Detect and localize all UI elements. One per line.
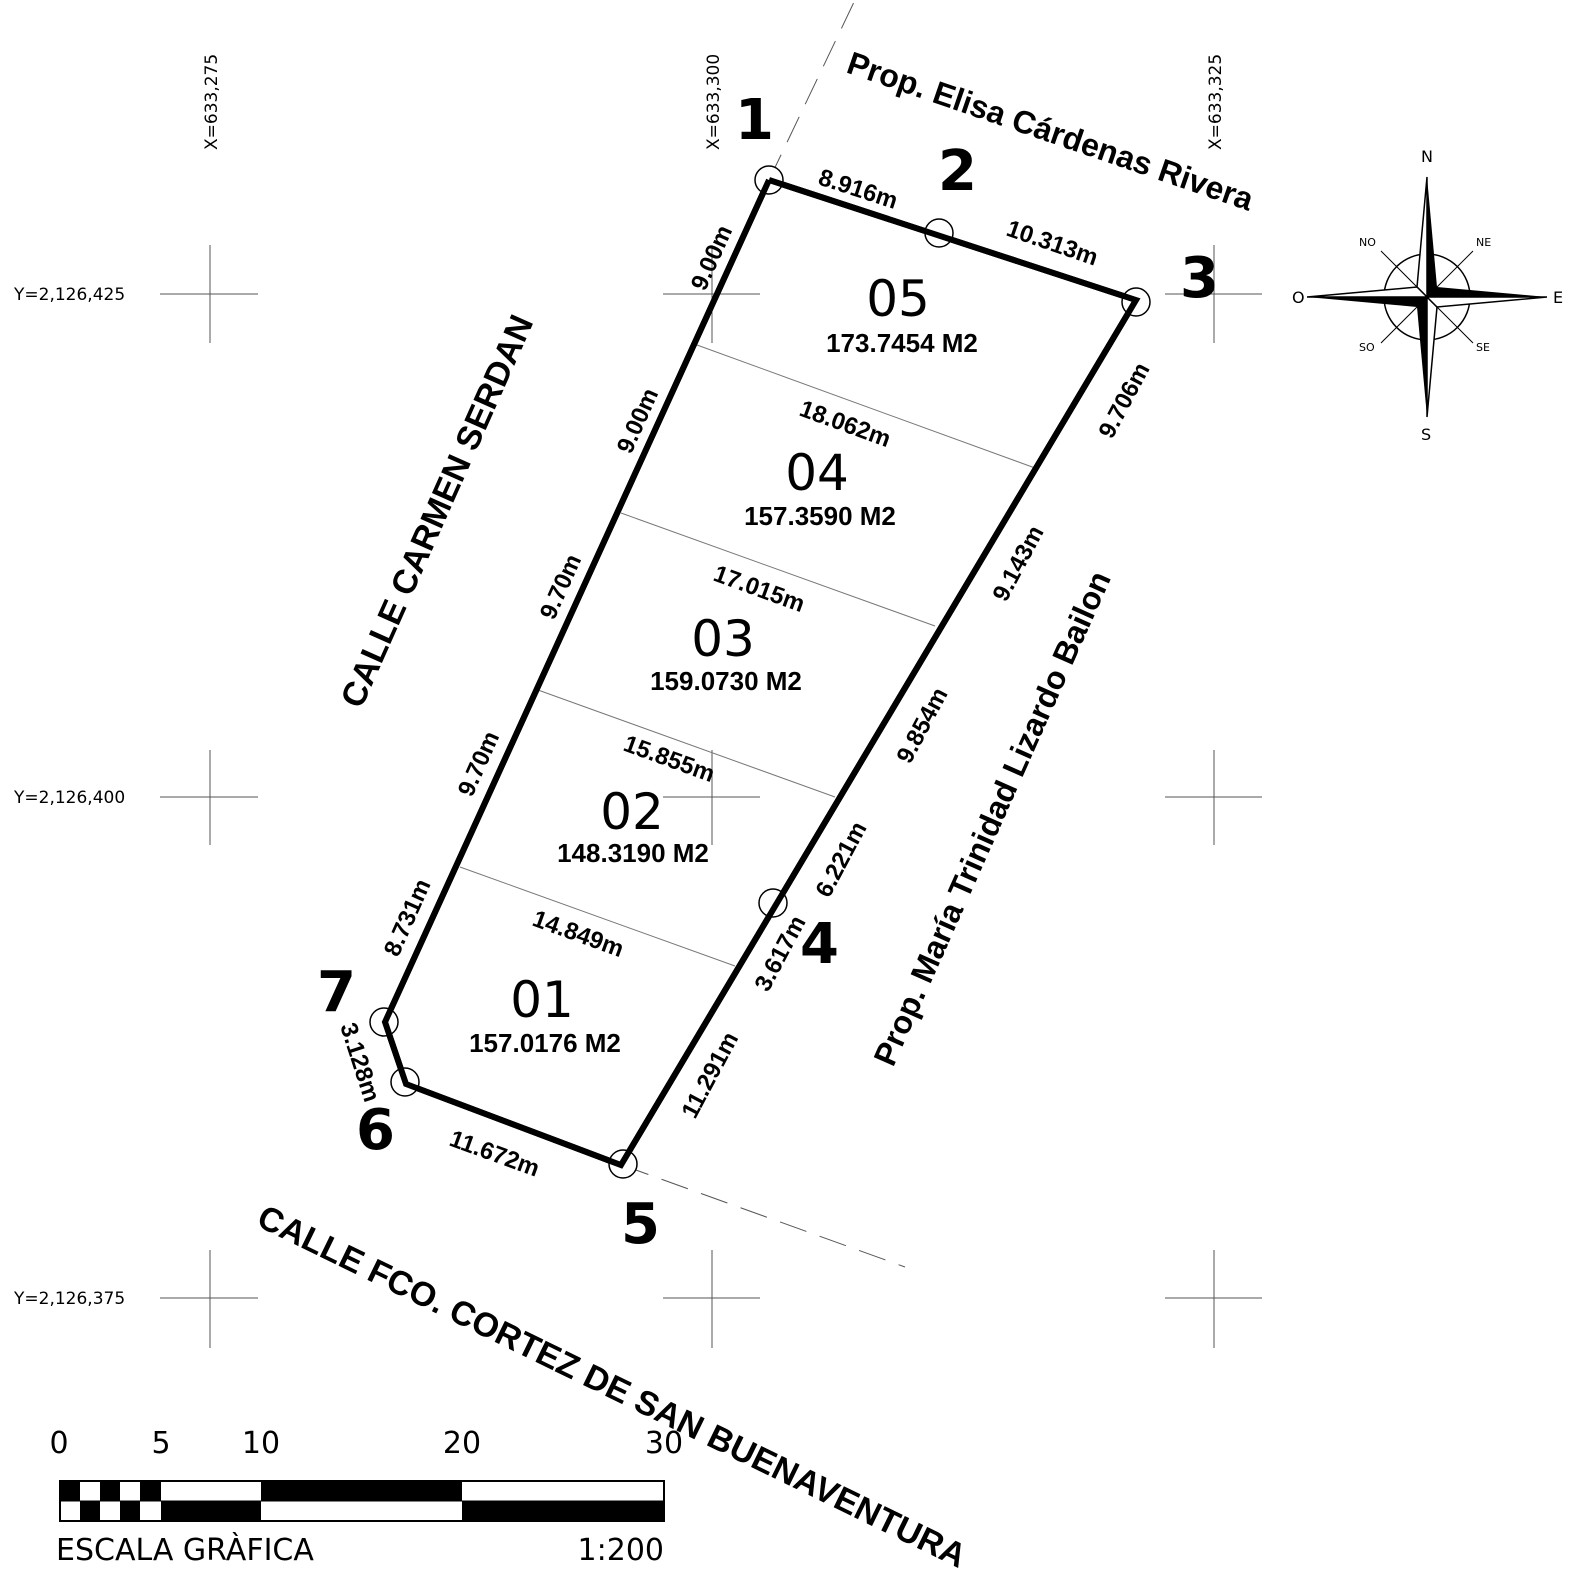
neighbor-north: Prop. Elisa Cárdenas Rivera [843, 45, 1259, 218]
street-name-west: CALLE CARMEN SERDAN [334, 310, 542, 714]
compass-rose-icon: N S E O NE NO SE SO [1292, 147, 1563, 444]
boundary-length: 11.672m [446, 1125, 543, 1182]
coordinate-grid: X=633,275 X=633,300 X=633,325 Y=2,126,42… [13, 54, 1262, 1348]
lot-labels: 05 173.7454 M2 04 157.3590 M2 03 159.073… [469, 270, 978, 1058]
boundary-length: 9.706m [1093, 358, 1155, 443]
lot-number: 03 [691, 610, 755, 668]
scale-caption: ESCALA GRÀFICA [56, 1532, 314, 1568]
compass-e: E [1553, 288, 1563, 307]
lot-area: 159.0730 M2 [650, 666, 802, 696]
lot-number: 01 [510, 971, 574, 1029]
scale-bar: 0 5 10 20 30 ESCALA GRÀFICA 1:200 [49, 1426, 683, 1568]
x-coord-label: X=633,300 [704, 54, 724, 150]
vertex-number: 6 [356, 1098, 395, 1163]
lot-area: 157.0176 M2 [469, 1028, 621, 1058]
vertex-number: 3 [1180, 246, 1219, 311]
x-coord-label: X=633,275 [202, 54, 222, 150]
vertex-number: 4 [800, 912, 839, 977]
lot-number: 05 [866, 270, 930, 328]
compass-o: O [1292, 288, 1305, 307]
lot-area: 173.7454 M2 [826, 328, 978, 358]
lot-area: 157.3590 M2 [744, 501, 896, 531]
lot-divisions [459, 344, 1036, 967]
vertex-number: 5 [621, 1192, 660, 1257]
scale-tick: 20 [443, 1426, 481, 1461]
scale-ratio: 1:200 [578, 1533, 664, 1568]
y-coord-label: Y=2,126,425 [13, 285, 125, 305]
vertex-number: 2 [938, 139, 977, 204]
compass-so: SO [1359, 341, 1375, 354]
vertex-markers [369, 165, 1151, 1179]
x-coord-label: X=633,325 [1206, 54, 1226, 150]
scale-tick: 0 [49, 1426, 68, 1461]
boundary-length: 9.70m [453, 727, 505, 800]
y-coord-label: Y=2,126,400 [13, 788, 125, 808]
scale-tick: 30 [645, 1426, 683, 1461]
vertex-number: 7 [317, 960, 356, 1025]
compass-no: NO [1359, 236, 1376, 249]
compass-n: N [1421, 147, 1433, 166]
extension-lines [621, 0, 906, 1268]
vertex-number: 1 [735, 88, 774, 153]
compass-s: S [1421, 425, 1431, 444]
scale-tick: 5 [151, 1426, 170, 1461]
scale-tick: 10 [242, 1426, 280, 1461]
y-coord-label: Y=2,126,375 [13, 1289, 125, 1309]
division-length: 15.855m [620, 730, 718, 788]
boundary-length: 8.731m [379, 875, 437, 960]
lot-number: 02 [600, 783, 664, 841]
neighbor-east: Prop. María Trinidad Lizardo Bailon [867, 566, 1118, 1071]
vertex-numbers: 1 2 3 4 5 6 7 [317, 88, 1219, 1257]
boundary-length: 11.291m [676, 1028, 744, 1123]
boundary-length: 9.70m [535, 550, 587, 623]
lot-number: 04 [785, 444, 849, 502]
compass-se: SE [1476, 341, 1490, 354]
lot-area: 148.3190 M2 [557, 838, 709, 868]
division-length: 14.849m [529, 905, 627, 963]
compass-ne: NE [1476, 236, 1491, 249]
